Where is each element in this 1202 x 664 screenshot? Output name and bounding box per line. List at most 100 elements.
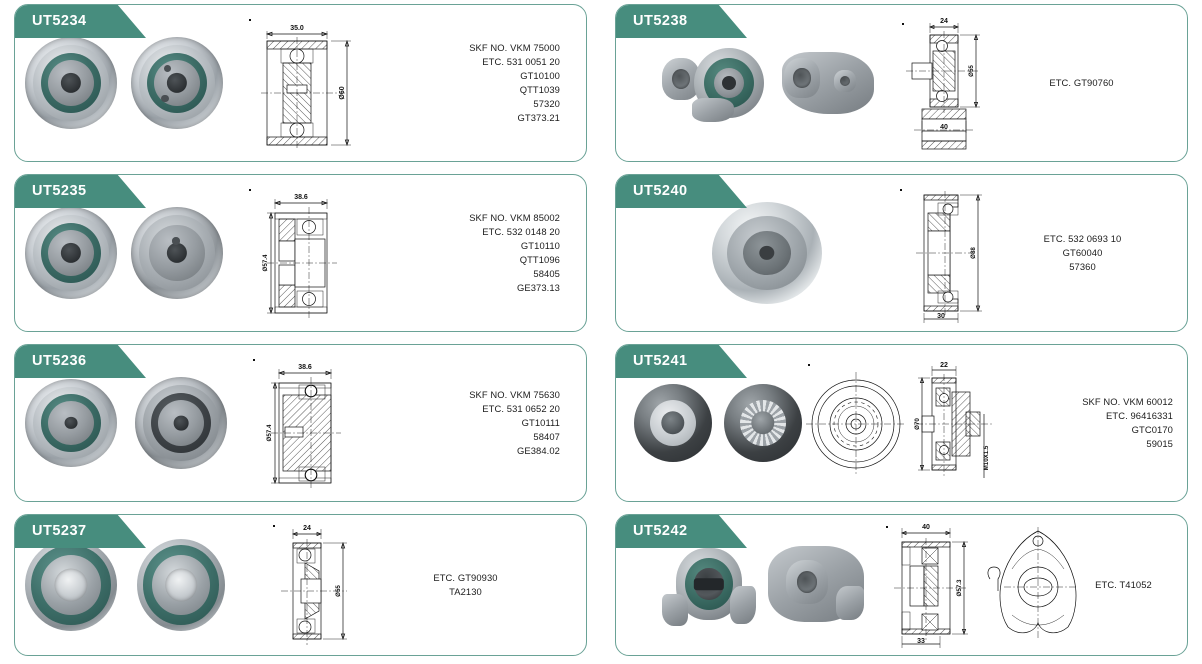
cross-section-svg: 38.6	[249, 189, 337, 319]
catalog-cell: UT5240	[601, 170, 1202, 340]
technical-drawing: 38.6	[245, 183, 375, 323]
product-photos	[15, 207, 223, 299]
card-body: 38.6	[15, 175, 586, 331]
cross-section-svg: Ø88 30	[900, 189, 982, 323]
catalog-cell: UT5238	[601, 0, 1202, 170]
card-body: 22	[616, 345, 1187, 501]
part-card-ut5238[interactable]: UT5238	[615, 4, 1188, 162]
product-photo-pulley-front	[25, 37, 117, 129]
part-code: TA2130	[449, 586, 482, 597]
part-code: 59015	[1146, 437, 1173, 449]
part-code: ETC. 532 0693 10	[1043, 233, 1122, 245]
product-photos	[616, 202, 822, 304]
card-body: 24	[15, 515, 586, 655]
product-photos	[616, 40, 876, 126]
product-photos	[15, 37, 223, 129]
catalog-cell: UT5242	[601, 510, 1202, 664]
tensioner-boss	[786, 560, 828, 604]
part-number-label: UT5242	[633, 523, 688, 539]
pulley-bore	[64, 416, 78, 430]
pulley-dowel-hole	[164, 64, 172, 72]
dimension-width: 38.6	[294, 194, 308, 201]
card-body: 24	[616, 5, 1187, 161]
part-number-label: UT5238	[633, 13, 688, 29]
part-card-ut5235[interactable]: UT5235	[14, 174, 587, 332]
dimension-diameter: Ø88	[970, 247, 977, 259]
part-card-ut5237[interactable]: UT5237	[14, 514, 587, 656]
product-photo-bearing-angle	[137, 539, 225, 631]
part-code: 57320	[533, 97, 560, 109]
dimension-base: 40	[940, 124, 948, 131]
catalog-cell: UT5236	[0, 340, 601, 510]
part-number-label: UT5234	[32, 13, 87, 29]
pulley-bore	[166, 242, 188, 264]
product-photo-dark-pulley-front	[634, 384, 712, 462]
tensioner-bracket	[730, 586, 756, 624]
part-code: GT10100	[520, 70, 560, 82]
corner-marker	[808, 364, 810, 366]
dimension-width: 24	[303, 525, 311, 532]
part-code: QTT1096	[519, 254, 560, 265]
pulley-dowel-hole	[161, 94, 169, 103]
tensioner-boss	[662, 58, 700, 100]
cross-section-svg: 38.6	[253, 359, 341, 489]
dimension-diameter: Ø55	[968, 65, 975, 77]
bearing-bore	[54, 568, 88, 602]
part-card-ut5241[interactable]: UT5241	[615, 344, 1188, 502]
part-code: GT10111	[521, 417, 560, 429]
product-photo-tensioner-rear	[776, 40, 876, 126]
cross-section-svg: 22	[914, 362, 994, 478]
part-code: 57360	[1069, 260, 1096, 272]
part-number-label: UT5240	[633, 183, 688, 199]
technical-drawing: 24	[271, 519, 381, 651]
idler-bore	[759, 245, 775, 261]
part-code: QTT1039	[519, 84, 560, 95]
pulley-bore	[173, 415, 189, 431]
part-code: ETC. GT90930	[433, 572, 498, 584]
part-number-tab: UT5241	[616, 345, 747, 378]
card-body: Ø88 30 ETC. 532 0693 10 GT60040 57360	[616, 175, 1187, 331]
part-code: SKF NO. VKM 75630	[469, 389, 560, 401]
pulley-bore	[661, 411, 685, 435]
part-card-ut5240[interactable]: UT5240	[615, 174, 1188, 332]
part-code: ETC. GT90760	[1049, 77, 1114, 89]
cross-section-svg: 24	[273, 525, 347, 645]
dimension-diameter: Ø60	[339, 86, 346, 99]
product-photos	[15, 539, 225, 631]
tensioner-bracket	[692, 98, 734, 122]
technical-drawing: 38.6	[249, 353, 379, 493]
card-body: 40	[616, 515, 1187, 655]
product-photo-tensioner-angle	[764, 542, 868, 628]
tensioner-hook	[836, 586, 864, 620]
product-photo-tensioner-front	[662, 542, 758, 628]
pulley-bore	[722, 76, 736, 90]
part-number-label: UT5241	[633, 353, 688, 369]
bearing-bore	[165, 568, 197, 602]
part-number-tab: UT5236	[15, 345, 146, 378]
product-photo-tensioner-arm	[662, 40, 766, 126]
part-code: GT373.21	[517, 111, 560, 123]
part-code: GTC0170	[1131, 424, 1173, 435]
technical-drawing: 24	[900, 13, 1016, 153]
corner-marker	[886, 526, 888, 528]
part-codes-list: SKF NO. VKM 75630 ETC. 531 0652 20 GT101…	[379, 388, 586, 458]
corner-marker	[253, 359, 255, 361]
pulley-bore	[60, 242, 82, 264]
pulley-bolt-head	[751, 411, 775, 435]
dimension-width: 24	[940, 18, 948, 25]
dimension-width: 40	[922, 524, 930, 531]
dimension-width: 22	[940, 362, 948, 369]
dimension-diameter: Ø57.4	[266, 424, 273, 441]
part-number-label: UT5237	[32, 523, 87, 539]
part-codes-list: SKF NO. VKM 85002 ETC. 532 0148 20 GT101…	[375, 211, 586, 294]
part-code: GT10110	[520, 240, 560, 252]
corner-marker	[249, 19, 251, 21]
technical-drawing-section: 22	[908, 358, 1000, 488]
part-card-ut5236[interactable]: UT5236	[14, 344, 587, 502]
tensioner-pivot-boss	[834, 70, 856, 92]
corner-marker	[273, 525, 275, 527]
part-card-ut5242[interactable]: UT5242	[615, 514, 1188, 656]
dimension-diameter: Ø57.4	[262, 254, 269, 271]
part-card-ut5234[interactable]: UT5234	[14, 4, 587, 162]
